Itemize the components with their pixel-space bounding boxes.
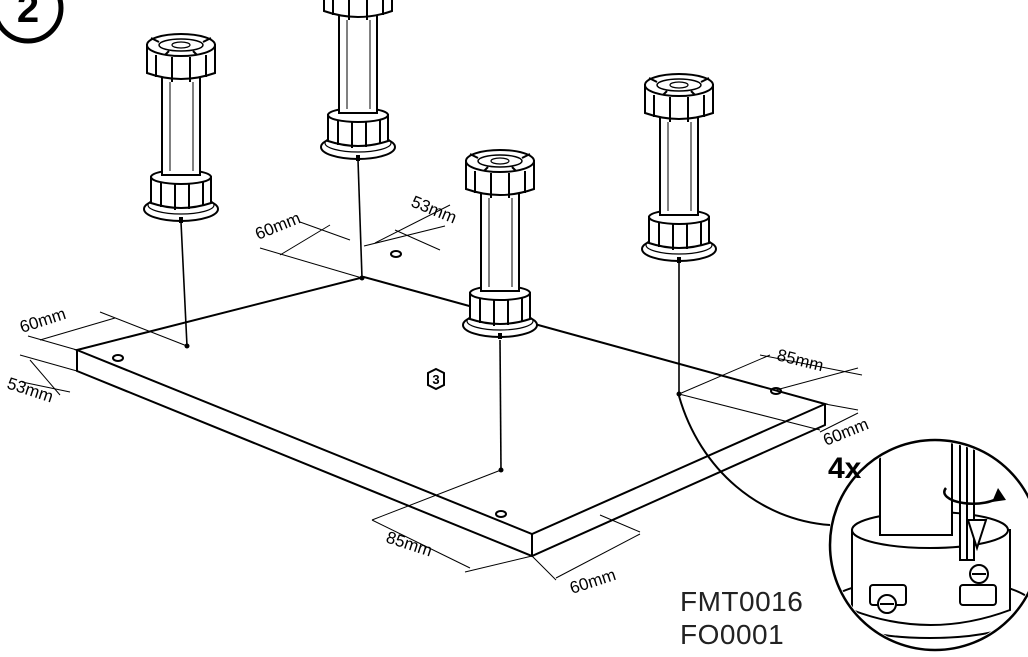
- detail-callout: 4x: [678, 395, 1028, 652]
- step-number: 2: [17, 0, 39, 31]
- product-code-2: FO0001: [680, 619, 785, 650]
- product-code-1: FMT0016: [680, 586, 804, 617]
- part-label: 3: [432, 372, 439, 387]
- step-number-badge: 2: [0, 0, 64, 44]
- leg-front-middle: [462, 149, 538, 340]
- leg-back-middle: [320, 0, 396, 162]
- part-label-badge: 3: [427, 367, 445, 391]
- base-panel: [73, 250, 828, 558]
- dim-right-front-85: 85mm: [384, 528, 435, 561]
- dim-left-front-60: 60mm: [17, 304, 68, 337]
- detail-quantity: 4x: [828, 452, 862, 485]
- dim-right-back-85: 85mm: [775, 345, 825, 375]
- dim-left-front-53: 53mm: [5, 374, 56, 407]
- leg-back-left: [143, 33, 219, 224]
- leg-back-right: [641, 73, 717, 264]
- dimension-lines: [19, 204, 863, 581]
- dim-right-back-60: 60mm: [820, 414, 871, 449]
- dim-right-front-60: 60mm: [567, 565, 618, 598]
- alignment-lines: [180, 159, 680, 471]
- dim-left-back-60: 60mm: [252, 208, 303, 243]
